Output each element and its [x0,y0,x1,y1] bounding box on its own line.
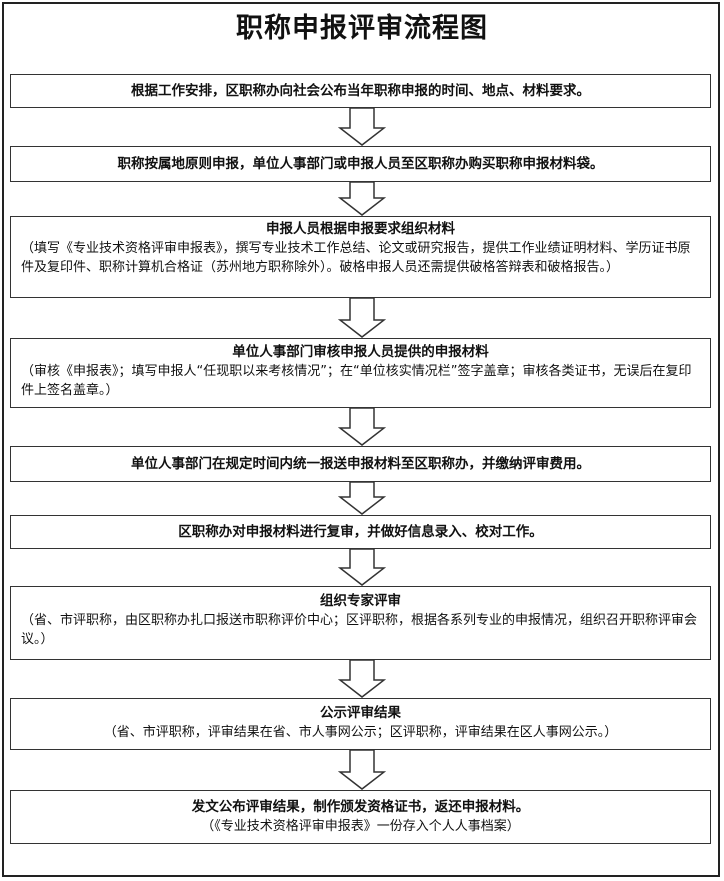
step-8-heading: 公示评审结果 [320,705,401,721]
step-7-heading: 组织专家评审 [320,593,401,609]
arrow-down-icon [338,108,386,146]
step-4-heading: 单位人事部门审核申报人员提供的申报材料 [232,344,489,360]
step-4-box: 单位人事部门审核申报人员提供的申报材料 （审核《申报表》；填写申报人“任现职以来… [10,338,711,408]
arrow-down-icon [338,750,386,790]
step-6-box: 区职称办对申报材料进行复审，并做好信息录入、校对工作。 [10,515,711,549]
step-9-note: （《专业技术资格评审申报表》一份存入个人人事档案） [201,819,520,834]
step-2-box: 职称按属地原则申报，单位人事部门或申报人员至区职称办购买职称申报材料袋。 [10,146,711,182]
arrow-down-icon [338,408,386,446]
step-3-box: 申报人员根据申报要求组织材料 （填写《专业技术资格评审申报表》，撰写专业技术工作… [10,216,711,298]
arrow-down-icon [338,298,386,338]
step-5-box: 单位人事部门在规定时间内统一报送申报材料至区职称办，并缴纳评审费用。 [10,446,711,482]
step-9-heading: 发文公布评审结果，制作颁发资格证书，返还申报材料。 [191,799,530,815]
step-6-text: 区职称办对申报材料进行复审，并做好信息录入、校对工作。 [178,524,543,540]
step-3-heading: 申报人员根据申报要求组织材料 [266,221,455,237]
step-7-body: （省、市评职称，由区职称办扎口报送市职称评价中心；区评职称，根据各系列专业的申报… [21,613,698,647]
step-8-box: 公示评审结果 （省、市评职称，评审结果在省、市人事网公示；区评职称，评审结果在区… [10,698,711,750]
step-2-text: 职称按属地原则申报，单位人事部门或申报人员至区职称办购买职称申报材料袋。 [117,156,604,172]
arrow-down-icon [338,660,386,698]
step-4-body: （审核《申报表》；填写申报人“任现职以来考核情况”；在“单位核实情况栏”签字盖章… [21,364,692,398]
arrow-down-icon [338,482,386,515]
step-9-box: 发文公布评审结果，制作颁发资格证书，返还申报材料。 （《专业技术资格评审申报表》… [10,790,711,844]
step-3-body: （填写《专业技术资格评审申报表》，撰写专业技术工作总结、论文或研究报告，提供工作… [21,241,691,275]
step-1-box: 根据工作安排，区职称办向社会公布当年职称申报的时间、地点、材料要求。 [10,74,711,108]
page-title: 职称申报评审流程图 [236,13,488,44]
step-8-note: （省、市评职称，评审结果在省、市人事网公示；区评职称，评审结果在区人事网公示。） [103,725,618,740]
step-1-text: 根据工作安排，区职称办向社会公布当年职称申报的时间、地点、材料要求。 [131,83,590,99]
step-5-text: 单位人事部门在规定时间内统一报送申报材料至区职称办，并缴纳评审费用。 [131,456,590,472]
step-7-box: 组织专家评审 （省、市评职称，由区职称办扎口报送市职称评价中心；区评职称，根据各… [10,586,711,660]
arrow-down-icon [338,182,386,216]
arrow-down-icon [338,549,386,586]
